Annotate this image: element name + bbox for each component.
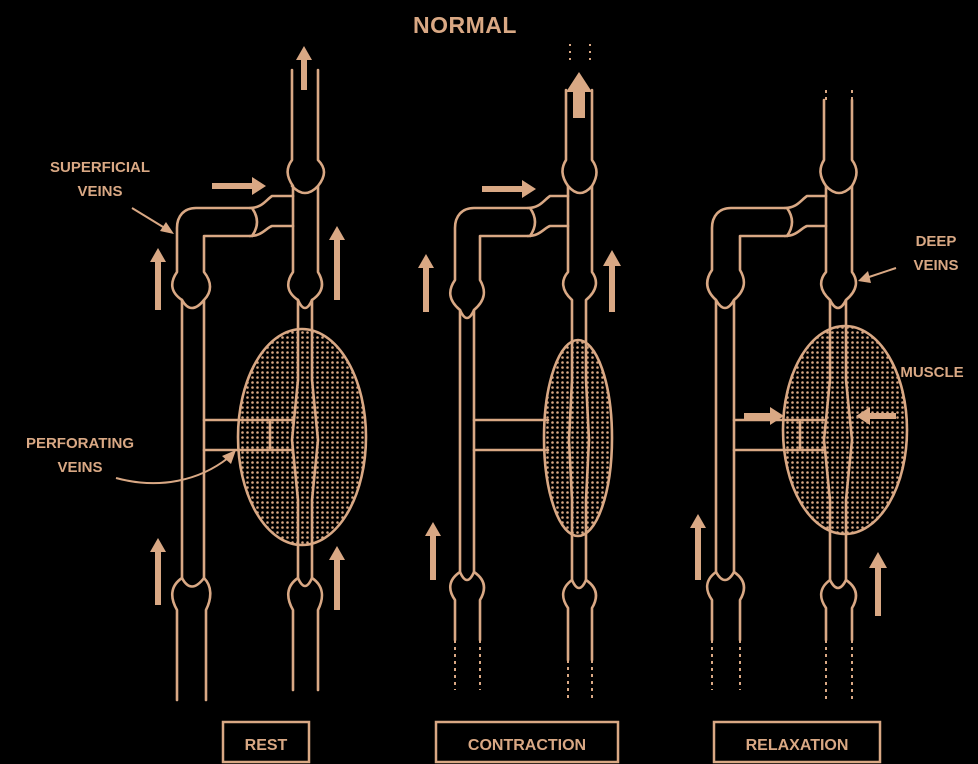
- phase-rest: REST: [223, 722, 309, 762]
- perforating-veins-label-line1: PERFORATING: [26, 435, 134, 452]
- superficial-veins-label-line2: VEINS: [77, 183, 122, 200]
- phase-relaxation-label: RELAXATION: [746, 737, 849, 754]
- muscle-label: MUSCLE: [900, 364, 963, 381]
- label-pointers: [116, 208, 896, 483]
- deep-veins-label-line1: DEEP: [916, 233, 957, 250]
- panel-relaxation: [690, 90, 907, 700]
- panel-contraction: [418, 40, 621, 700]
- muscle-rest: [238, 329, 366, 545]
- panel-rest: [150, 46, 366, 700]
- diagram-title: NORMAL: [413, 12, 517, 38]
- muscle-contraction: [544, 340, 612, 536]
- phase-relaxation: RELAXATION: [714, 722, 880, 762]
- superficial-veins-label-line1: SUPERFICIAL: [50, 159, 150, 176]
- phase-contraction: CONTRACTION: [436, 722, 618, 762]
- phase-rest-label: REST: [245, 737, 288, 754]
- perforating-vein-contraction: [474, 420, 548, 450]
- phase-contraction-label: CONTRACTION: [468, 737, 586, 754]
- perforating-veins-label-line2: VEINS: [57, 459, 102, 476]
- deep-veins-label-line2: VEINS: [913, 257, 958, 274]
